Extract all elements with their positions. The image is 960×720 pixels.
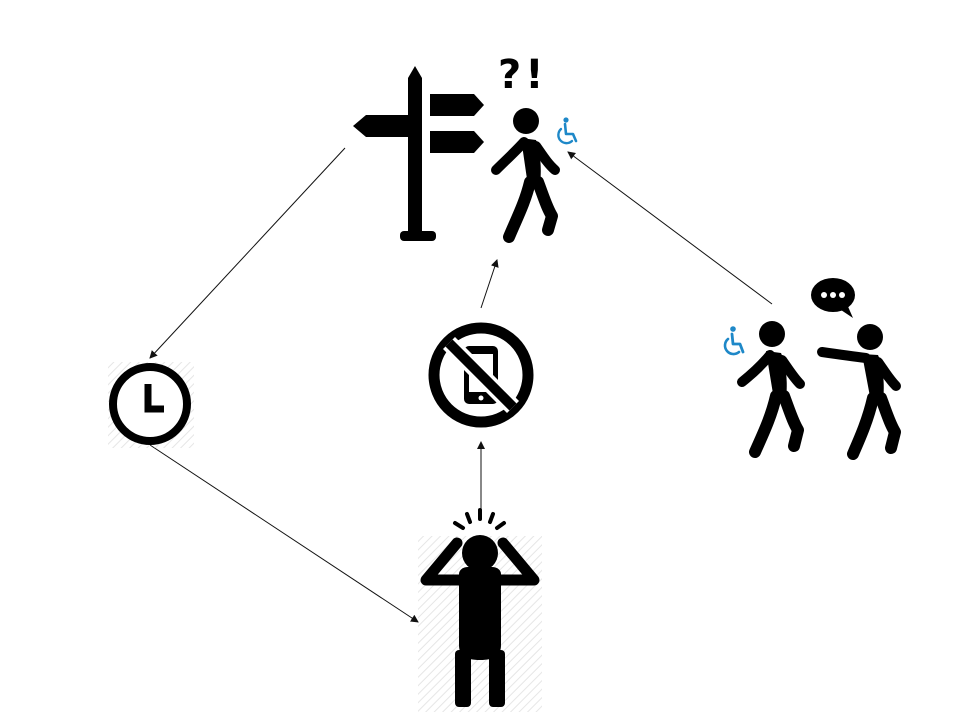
wheelchair-icon [723,326,745,356]
edges [149,147,773,623]
node-stressed [418,508,542,712]
walking-person-icon [737,321,805,458]
speech-bubble-icon [811,278,855,318]
confusion-marks: ?! [498,52,547,98]
node-no-phone [428,322,534,428]
edge-lost-to-time [149,147,346,359]
no-phone-icon [428,322,534,428]
stressed-person-icon [420,535,540,707]
node-asking [723,278,901,460]
question-exclamation-marks: ?! [498,52,547,98]
clock-icon [109,363,191,445]
edge-time-to-stressed [149,444,419,623]
signpost-icon [353,66,484,241]
wheelchair-icon [557,117,578,145]
walking-person-icon [491,108,560,243]
stress-lines [453,508,506,530]
node-lost: ?! [353,52,578,243]
edge-no-phone-to-lost [480,259,499,309]
node-time [108,362,194,448]
pointing-person-icon [817,324,901,460]
edge-asking-to-lost [567,151,773,305]
